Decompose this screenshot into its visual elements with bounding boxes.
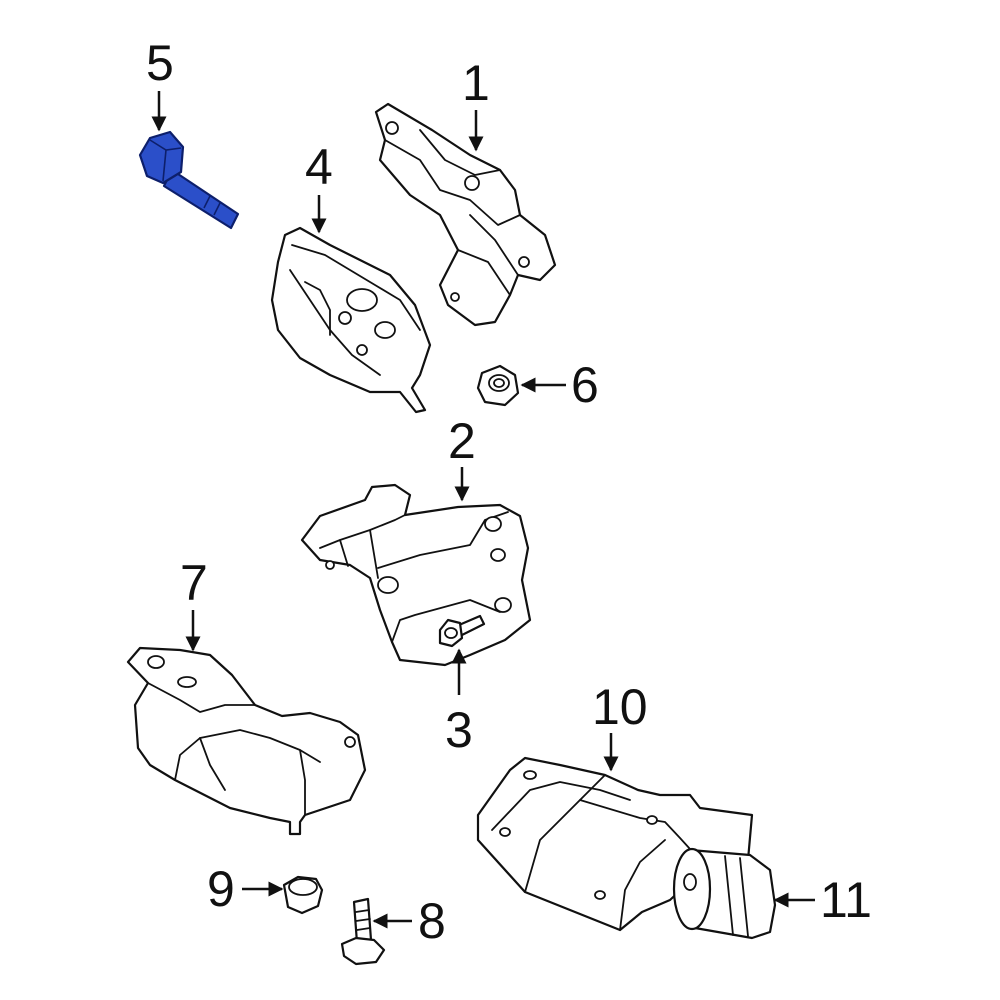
part-1-bracket[interactable]	[374, 102, 557, 327]
leader-lines	[151, 91, 815, 929]
callout-8: 8	[418, 893, 446, 949]
part-4-mount[interactable]	[270, 226, 432, 414]
part-11-bushing[interactable]	[672, 847, 777, 940]
callout-1: 1	[462, 55, 490, 111]
part-3-bolt[interactable]	[438, 614, 486, 648]
part-7-mount[interactable]	[126, 646, 367, 836]
part-6-nut[interactable]	[476, 364, 520, 407]
part-5-bolt[interactable]	[138, 130, 240, 230]
part-2-bracket[interactable]	[300, 483, 532, 667]
callout-10: 10	[592, 679, 648, 735]
part-9-nut[interactable]	[282, 875, 324, 915]
callout-2: 2	[448, 413, 476, 469]
callout-5: 5	[146, 35, 174, 91]
part-8-bolt[interactable]	[340, 897, 386, 966]
callout-6: 6	[571, 357, 599, 413]
callout-7: 7	[180, 555, 208, 611]
callout-4: 4	[305, 139, 333, 195]
callout-11: 11	[820, 872, 872, 928]
callout-3: 3	[445, 702, 473, 758]
callout-9: 9	[207, 861, 235, 917]
